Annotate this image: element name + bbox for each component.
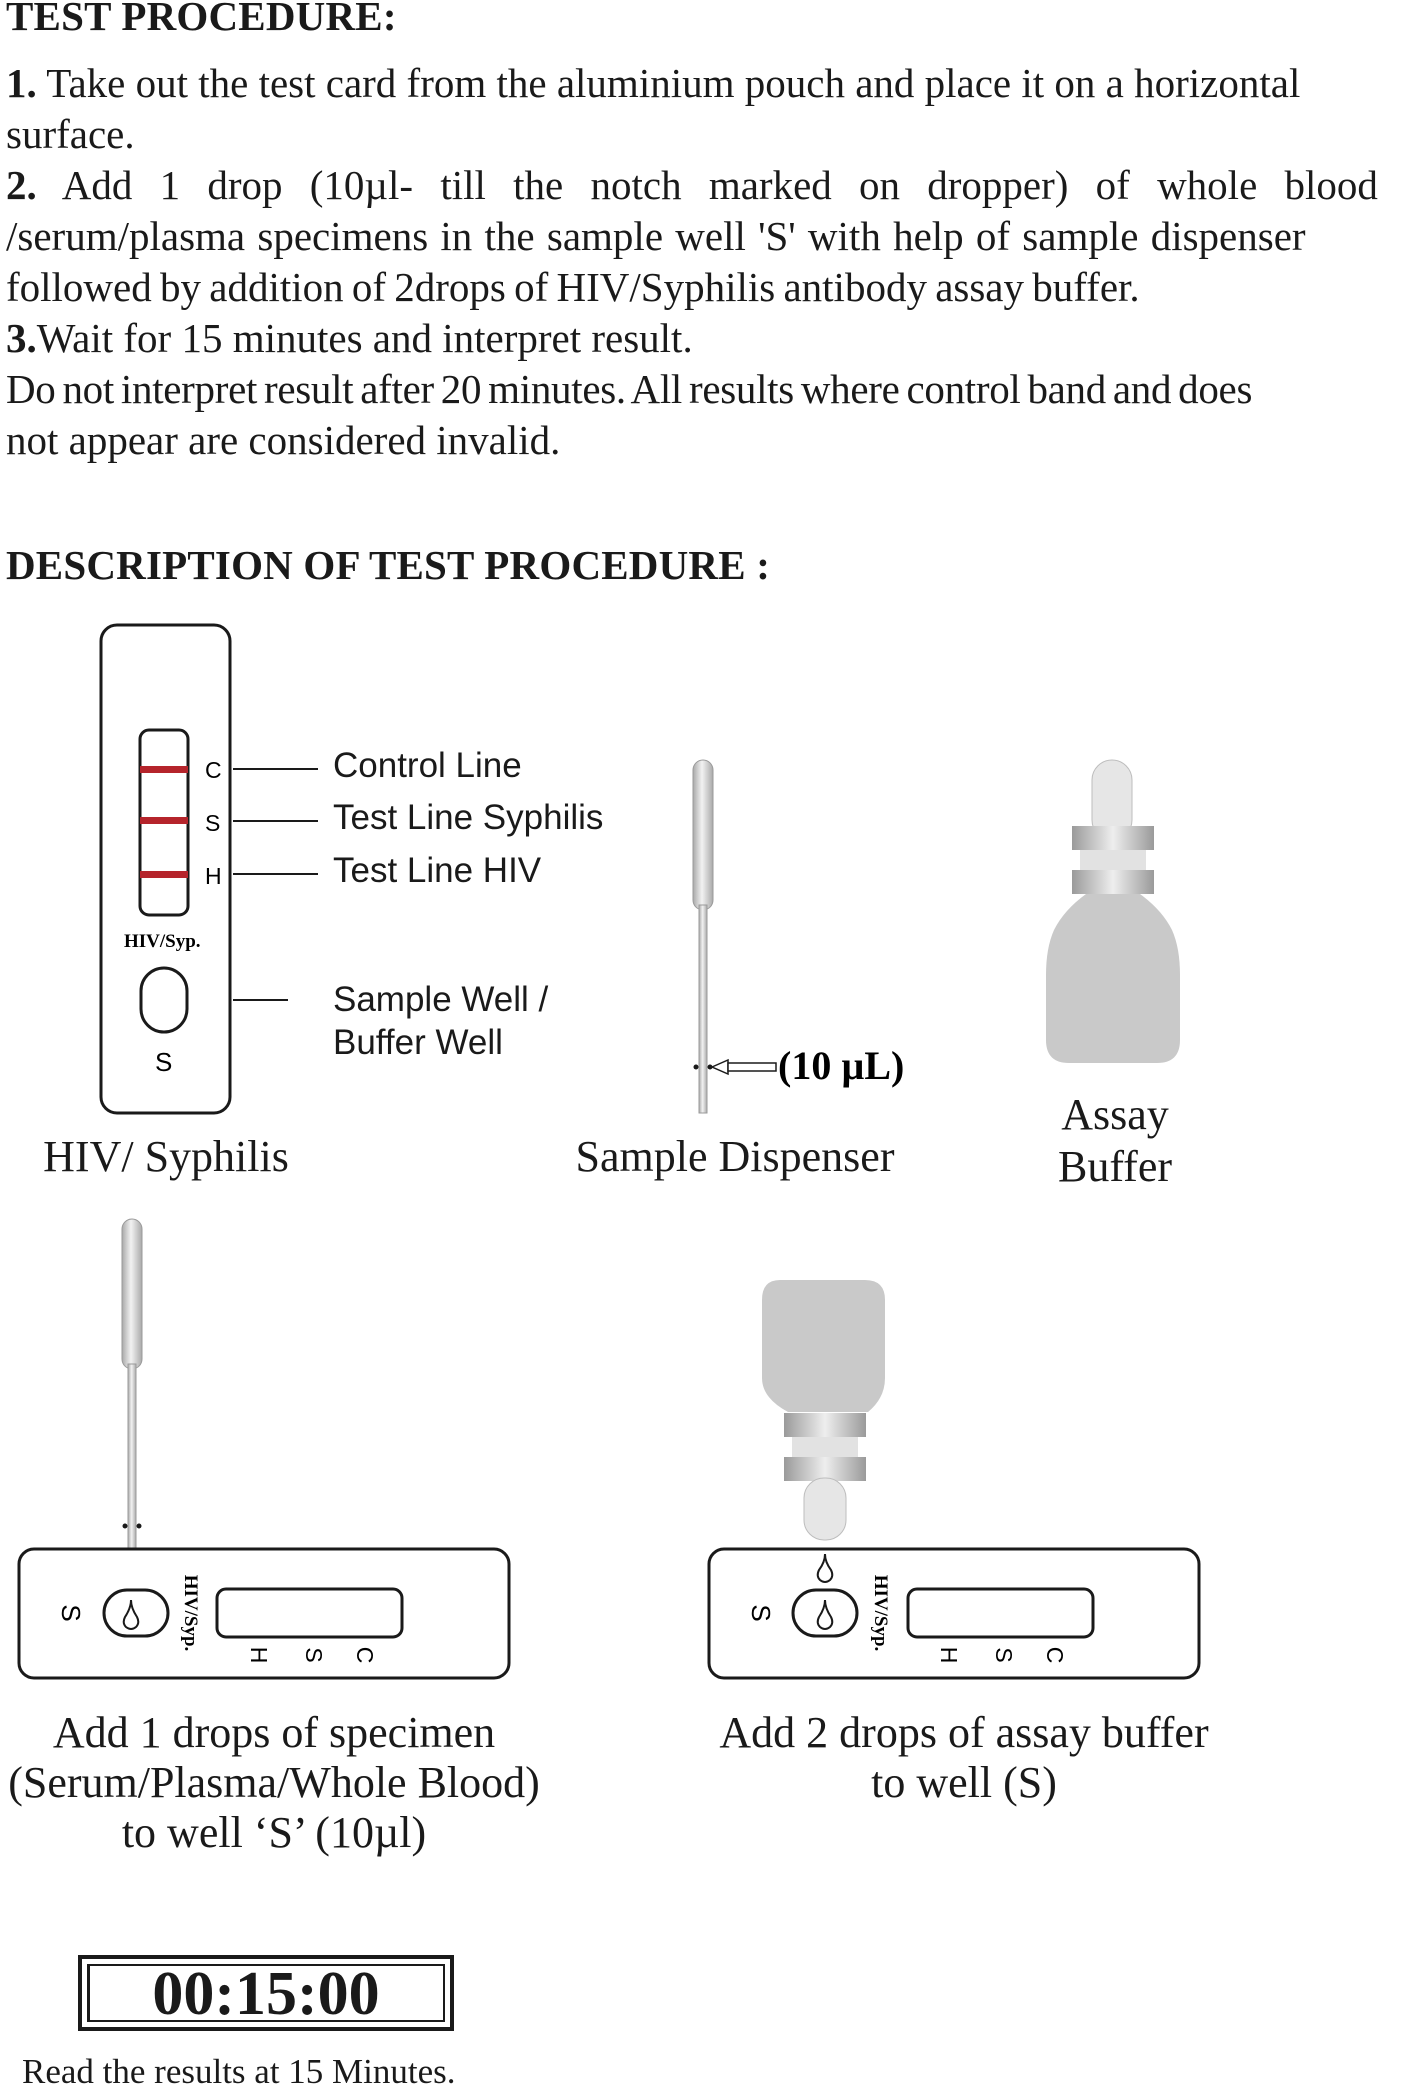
step-3-line-1: 3.Wait for 15 minutes and interpret resu… bbox=[6, 313, 1418, 364]
step-1-text: Take out the test card from the aluminiu… bbox=[46, 60, 1301, 106]
label-control-line: Control Line bbox=[333, 746, 522, 785]
sample-well-label: S bbox=[155, 1047, 172, 1077]
falling-drop-icon bbox=[816, 1553, 834, 1583]
assay-buffer-bottle bbox=[1046, 759, 1180, 1063]
step-2-line-1: 2. Add 1 drop (10µl- till the notch mark… bbox=[6, 160, 1418, 211]
procedure-steps: 1. Take out the test card from the alumi… bbox=[6, 58, 1418, 466]
specimen-band-c: C bbox=[352, 1647, 378, 1664]
procedure-title: TEST PROCEDURE: bbox=[6, 0, 397, 39]
caption-specimen-2: (Serum/Plasma/Whole Blood) bbox=[8, 1758, 540, 1807]
drop-icon bbox=[816, 1599, 834, 1630]
specimen-card-brand: HIV/Syp. bbox=[180, 1575, 201, 1652]
test-card-vertical: C S H HIV/Syp. S bbox=[99, 623, 318, 1115]
caption-specimen-1: Add 1 drops of specimen bbox=[52, 1708, 496, 1757]
band-label-c: C bbox=[205, 757, 222, 783]
buffer-well-label: S bbox=[746, 1604, 776, 1621]
step-2-line-2: /serum/plasma specimens in the sample we… bbox=[6, 213, 1306, 259]
step-1-line-2: surface. bbox=[6, 111, 135, 157]
buffer-card-brand: HIV/Syp. bbox=[870, 1575, 891, 1652]
description-title: DESCRIPTION OF TEST PROCEDURE : bbox=[6, 542, 771, 588]
sample-dispenser-illustration: (10 µL) bbox=[692, 759, 904, 1114]
timer-display: 00:15:00 bbox=[78, 1955, 454, 2031]
notch-arrow-icon bbox=[710, 1058, 729, 1076]
label-test-line-hiv: Test Line HIV bbox=[333, 851, 542, 890]
card-brand-label: HIV/Syp. bbox=[124, 931, 201, 952]
note-line-2: not appear are considered invalid. bbox=[6, 417, 561, 463]
caption-specimen-3: to well ‘S’ (10µl) bbox=[121, 1808, 427, 1857]
step-2-number: 2. bbox=[6, 162, 37, 208]
note-line-1: Do not interpret result after 20 minutes… bbox=[6, 366, 1253, 412]
step-1-line-1: 1. Take out the test card from the alumi… bbox=[6, 58, 1418, 109]
sample-well bbox=[139, 966, 189, 1034]
label-sample-well-1: Sample Well / bbox=[333, 980, 549, 1019]
caption-hiv-syphilis: HIV/ Syphilis bbox=[43, 1132, 289, 1181]
caption-buffer-2: to well (S) bbox=[871, 1758, 1057, 1807]
specimen-step-illustration: S HIV/Syp. H S C bbox=[17, 1218, 511, 1680]
specimen-well-label: S bbox=[56, 1604, 86, 1621]
syphilis-band bbox=[140, 817, 188, 824]
step-2-line-3: followed by addition of 2drops of HIV/Sy… bbox=[6, 264, 1140, 310]
specimen-band-s: S bbox=[301, 1647, 327, 1662]
buffer-step-illustration: S HIV/Syp. H S C bbox=[707, 1280, 1201, 1680]
step-3-text: Wait for 15 minutes and interpret result… bbox=[36, 315, 693, 361]
label-sample-well-2: Buffer Well bbox=[333, 1023, 503, 1062]
caption-sample-dispenser: Sample Dispenser bbox=[575, 1132, 895, 1181]
timer-caption: Read the results at 15 Minutes. bbox=[22, 2052, 456, 2091]
band-label-s: S bbox=[205, 810, 220, 836]
caption-assay-buffer-1: Assay bbox=[1061, 1090, 1169, 1139]
caption-buffer-1: Add 2 drops of assay buffer bbox=[719, 1708, 1209, 1757]
caption-assay-buffer-2: Buffer bbox=[1057, 1142, 1173, 1191]
buffer-band-h: H bbox=[936, 1647, 962, 1664]
control-band bbox=[140, 766, 188, 773]
step-2-text: Add 1 drop (10µl- till the notch marked … bbox=[61, 162, 1378, 208]
specimen-band-h: H bbox=[246, 1647, 272, 1664]
band-label-h: H bbox=[205, 863, 222, 889]
drop-icon bbox=[122, 1599, 140, 1630]
dispenser-volume-label: (10 µL) bbox=[778, 1043, 904, 1088]
step-3-number: 3. bbox=[6, 315, 37, 361]
hiv-band bbox=[140, 871, 188, 878]
timer-value: 00:15:00 bbox=[152, 1960, 380, 2028]
buffer-band-s: S bbox=[991, 1647, 1017, 1662]
label-test-line-syphilis: Test Line Syphilis bbox=[333, 798, 604, 837]
buffer-band-c: C bbox=[1042, 1647, 1068, 1664]
step-1-number: 1. bbox=[6, 60, 37, 106]
